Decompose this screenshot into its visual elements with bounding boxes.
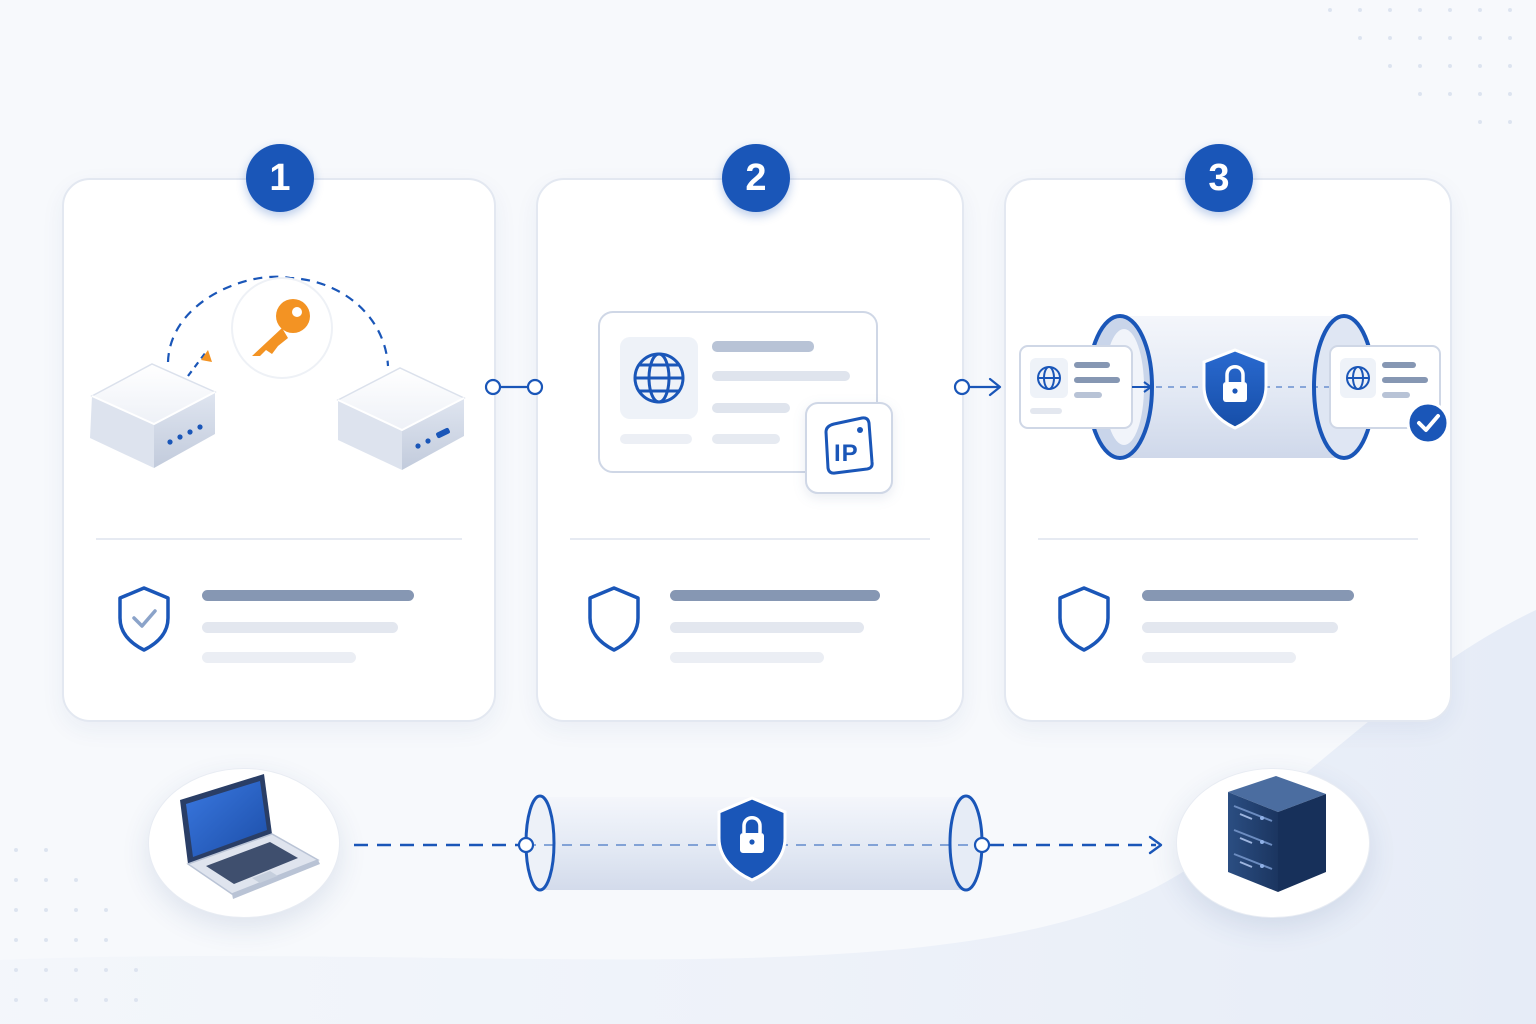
step-card-2 [536, 178, 964, 722]
ip-label: IP [834, 440, 859, 467]
step-badge-1: 1 [246, 144, 314, 212]
text-line-heading [1142, 590, 1354, 601]
server-pedestal [1176, 768, 1370, 918]
step-card-3 [1004, 178, 1452, 722]
step-badge-3: 3 [1185, 144, 1253, 212]
text-line [1142, 622, 1338, 633]
text-line [202, 622, 398, 633]
card-divider [570, 538, 930, 540]
text-line [202, 652, 356, 663]
text-line-heading [670, 590, 880, 601]
shield-icon [1058, 586, 1110, 652]
text-line [1142, 652, 1296, 663]
step-badge-2: 2 [722, 144, 790, 212]
text-line [670, 622, 864, 633]
step-card-1 [62, 178, 496, 722]
shield-icon [588, 586, 640, 652]
text-line-heading [202, 590, 414, 601]
card-divider [1038, 538, 1418, 540]
shield-check-icon [118, 586, 170, 652]
text-line [670, 652, 824, 663]
card-divider [96, 538, 462, 540]
laptop-pedestal [148, 768, 340, 918]
